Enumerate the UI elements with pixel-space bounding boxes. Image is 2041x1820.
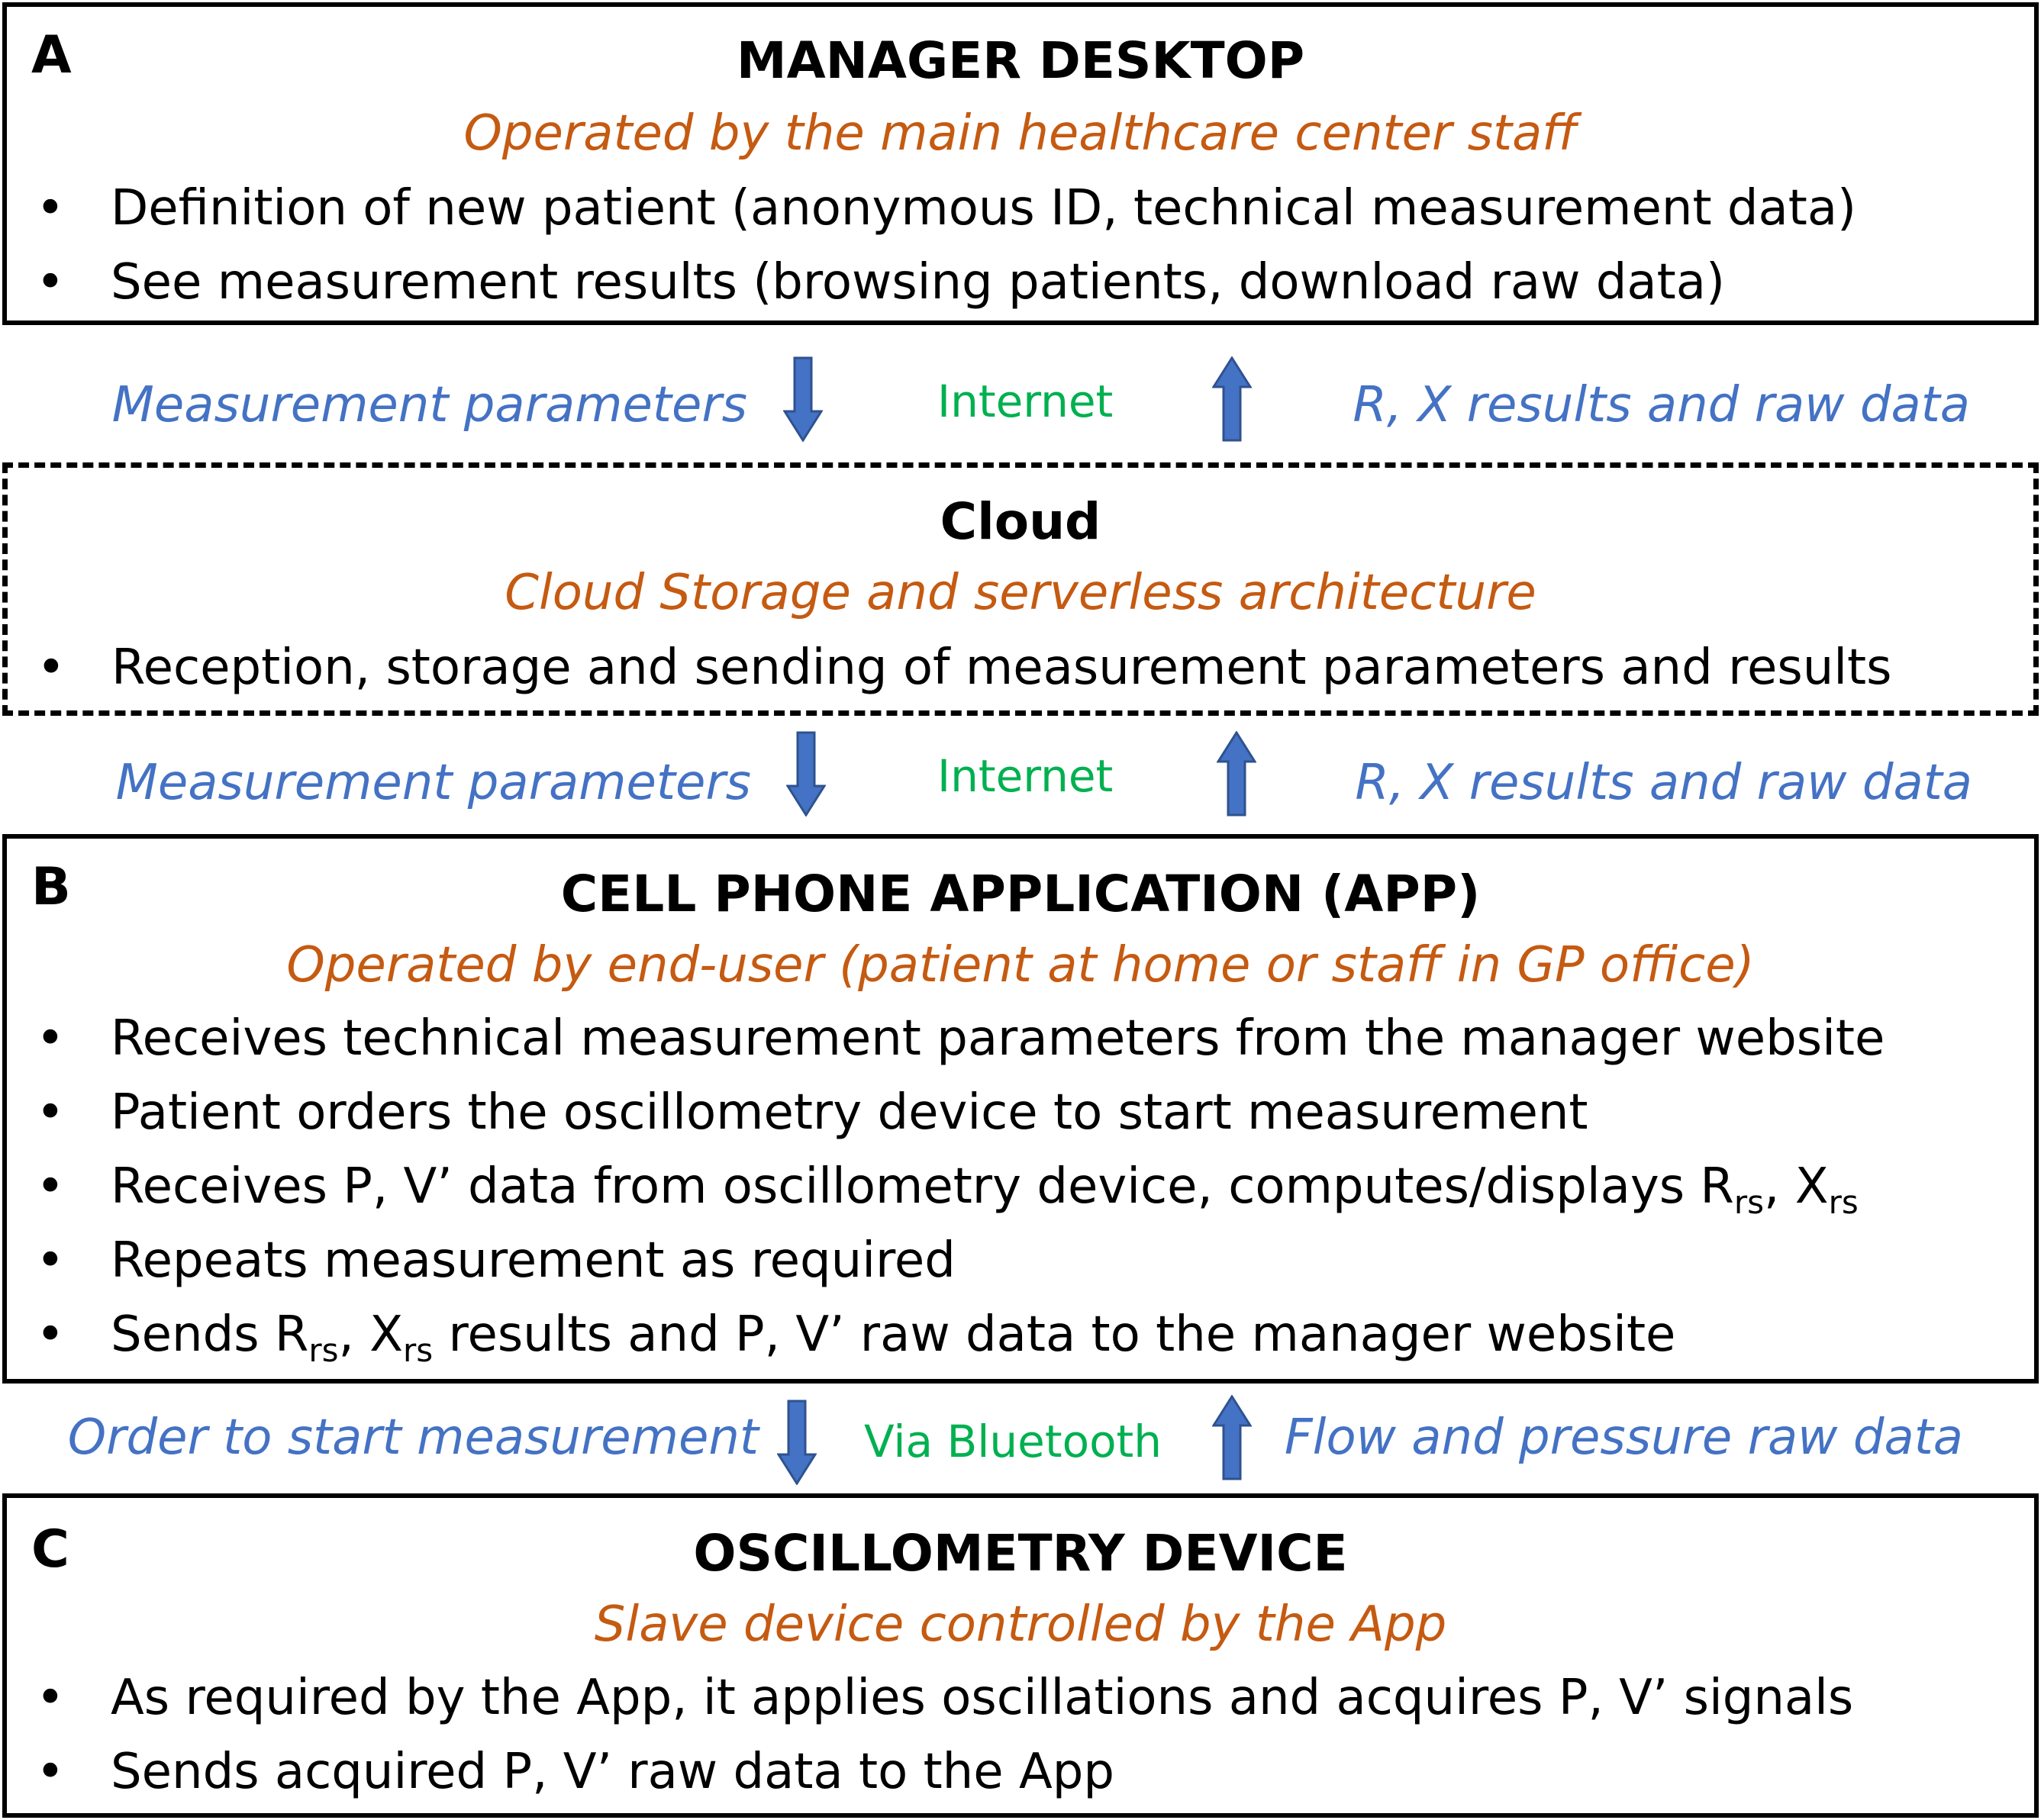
- bullet-icon: •: [36, 254, 65, 311]
- bullet-icon: •: [36, 1306, 65, 1363]
- manager-desktop-subtitle: Operated by the main healthcare center s…: [463, 105, 1578, 162]
- bullet-text: Reception, storage and sending of measur…: [111, 639, 1892, 696]
- list-item: • Reception, storage and sending of meas…: [8, 631, 2033, 705]
- connector-manager-cloud: Measurement parameters Internet R, X res…: [0, 347, 2041, 454]
- bullet-icon: •: [36, 1010, 65, 1067]
- cloud-title: Cloud: [940, 492, 1101, 551]
- bullet-text: As required by the App, it applies oscil…: [111, 1670, 1854, 1726]
- connector-cloud-app: Measurement parameters Internet R, X res…: [0, 725, 2041, 832]
- arrow-down-shape: [783, 356, 823, 442]
- list-item: • Sends acquired P, V’ raw data to the A…: [7, 1735, 2034, 1809]
- oscillometry-device-title: OSCILLOMETRY DEVICE: [693, 1524, 1348, 1583]
- oscillometry-device-box: C OSCILLOMETRY DEVICE Slave device contr…: [2, 1493, 2039, 1818]
- list-item: • Definition of new patient (anonymous I…: [7, 172, 2034, 246]
- panel-letter-a: A: [31, 25, 72, 85]
- arrow-down-icon: [783, 356, 823, 442]
- oscillometry-device-bullets: • As required by the App, it applies osc…: [7, 1661, 2034, 1809]
- manager-desktop-box: A MANAGER DESKTOP Operated by the main h…: [2, 2, 2039, 325]
- list-item: • See measurement results (browsing pati…: [7, 246, 2034, 320]
- cell-phone-app-bullets: • Receives technical measurement paramet…: [7, 1002, 2034, 1372]
- arrow-down-icon: [777, 1400, 817, 1485]
- bullet-text: Sends acquired P, V’ raw data to the App: [111, 1744, 1114, 1800]
- bullet-text: Sends Rrs, Xrs results and P, V’ raw dat…: [111, 1298, 1675, 1372]
- cloud-bullets: • Reception, storage and sending of meas…: [8, 631, 2033, 705]
- arrow-up-shape: [1217, 731, 1256, 817]
- bullet-text: Receives technical measurement parameter…: [111, 1010, 1885, 1067]
- list-item: • Sends Rrs, Xrs results and P, V’ raw d…: [7, 1298, 2034, 1372]
- bullet-icon: •: [36, 180, 65, 237]
- results-raw-data-label: R, X results and raw data: [1355, 755, 1972, 811]
- bullet-text: Definition of new patient (anonymous ID,…: [111, 180, 1856, 237]
- bullet-icon: •: [37, 639, 66, 696]
- results-raw-data-label: R, X results and raw data: [1353, 377, 1970, 433]
- arrow-down-shape: [777, 1400, 817, 1485]
- bullet-text-suffix: results and P, V’ raw data to the manage…: [433, 1306, 1676, 1363]
- measurement-parameters-label: Measurement parameters: [111, 377, 747, 433]
- internet-label: Internet: [937, 375, 1114, 427]
- list-item: • Receives technical measurement paramet…: [7, 1002, 2034, 1076]
- internet-label: Internet: [937, 750, 1114, 802]
- bullet-text-prefix: Sends R: [111, 1306, 309, 1363]
- bullet-text: See measurement results (browsing patien…: [111, 254, 1725, 311]
- arrow-up-icon: [1212, 356, 1252, 442]
- bullet-text: Receives P, V’ data from oscillometry de…: [111, 1150, 1859, 1224]
- list-item: • Patient orders the oscillometry device…: [7, 1076, 2034, 1150]
- subscript-rs: rs: [403, 1332, 434, 1369]
- cell-phone-app-title: CELL PHONE APPLICATION (APP): [560, 865, 1481, 923]
- arrow-down-icon: [786, 731, 826, 817]
- list-item: • As required by the App, it applies osc…: [7, 1661, 2034, 1735]
- bullet-text: Repeats measurement as required: [111, 1232, 956, 1289]
- manager-desktop-bullets: • Definition of new patient (anonymous I…: [7, 172, 2034, 320]
- arrow-up-icon: [1212, 1395, 1252, 1480]
- arrow-up-shape: [1212, 356, 1252, 442]
- arrow-up-shape: [1212, 1395, 1252, 1480]
- manager-desktop-title: MANAGER DESKTOP: [736, 31, 1305, 90]
- subscript-rs: rs: [308, 1332, 339, 1369]
- connector-app-device: Order to start measurement Via Bluetooth…: [0, 1389, 2041, 1492]
- order-start-measurement-label: Order to start measurement: [67, 1409, 759, 1466]
- bullet-icon: •: [36, 1744, 65, 1800]
- via-bluetooth-label: Via Bluetooth: [864, 1416, 1162, 1467]
- bullet-icon: •: [36, 1158, 65, 1215]
- cell-phone-app-subtitle: Operated by end-user (patient at home or…: [286, 937, 1755, 994]
- list-item: • Receives P, V’ data from oscillometry …: [7, 1150, 2034, 1224]
- bullet-text: Patient orders the oscillometry device t…: [111, 1084, 1588, 1141]
- bullet-text-prefix: Receives P, V’ data from oscillometry de…: [111, 1158, 1734, 1215]
- cell-phone-app-box: B CELL PHONE APPLICATION (APP) Operated …: [2, 834, 2039, 1384]
- cloud-subtitle: Cloud Storage and serverless architectur…: [505, 565, 1536, 621]
- bullet-text-mid: , X: [1764, 1158, 1829, 1215]
- measurement-parameters-label: Measurement parameters: [115, 755, 751, 811]
- bullet-icon: •: [36, 1670, 65, 1726]
- panel-letter-c: C: [31, 1519, 69, 1580]
- subscript-rs: rs: [1733, 1184, 1765, 1221]
- panel-letter-b: B: [31, 857, 71, 917]
- flow-pressure-raw-data-label: Flow and pressure raw data: [1284, 1409, 1963, 1466]
- bullet-icon: •: [36, 1232, 65, 1289]
- arrow-down-shape: [786, 731, 826, 817]
- list-item: • Repeats measurement as required: [7, 1224, 2034, 1298]
- oscillometry-device-subtitle: Slave device controlled by the App: [594, 1596, 1447, 1653]
- bullet-text-mid: , X: [338, 1306, 404, 1363]
- subscript-rs: rs: [1828, 1184, 1859, 1221]
- bullet-icon: •: [36, 1084, 65, 1141]
- arrow-up-icon: [1217, 731, 1256, 817]
- cloud-box: Cloud Cloud Storage and serverless archi…: [2, 462, 2039, 716]
